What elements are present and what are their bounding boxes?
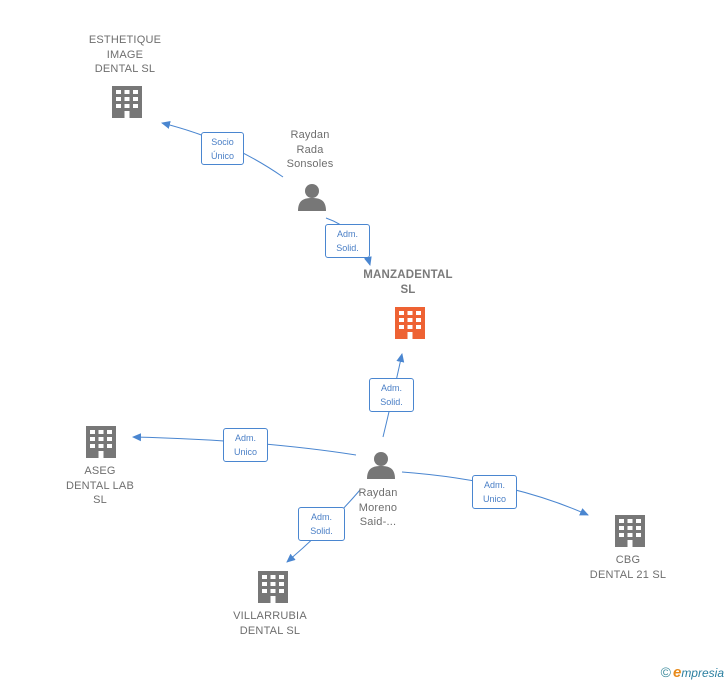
node-label-manzadental[interactable]: MANZADENTAL SL xyxy=(363,269,453,296)
edge-label-socio-unico: Socio Único xyxy=(201,132,244,165)
empresia-watermark: ©empresia xyxy=(661,664,724,681)
building-icon[interactable] xyxy=(258,571,288,603)
edge-label-adm-solid-rada: Adm. Solid. xyxy=(325,224,370,258)
edge-label-adm-solid-villarrubia: Adm. Solid. xyxy=(298,507,345,541)
building-icon[interactable] xyxy=(615,515,645,547)
edge-label-adm-unico-aseg: Adm. Unico xyxy=(223,428,268,462)
person-icon[interactable] xyxy=(298,184,326,211)
brand-name: mpresia xyxy=(681,666,724,680)
brand-e: e xyxy=(672,664,682,681)
edge-label-adm-solid-moreno-manzadental: Adm. Solid. xyxy=(369,378,414,412)
node-label-raydan-moreno[interactable]: Raydan Moreno Said-... xyxy=(358,487,398,528)
edge-label-adm-unico-cbg: Adm. Unico xyxy=(472,475,517,509)
node-label-villarrubia[interactable]: VILLARRUBIA DENTAL SL xyxy=(233,610,307,637)
node-label-raydan-rada[interactable]: Raydan Rada Sonsoles xyxy=(286,129,334,170)
node-label-aseg[interactable]: ASEG DENTAL LAB SL xyxy=(65,465,135,506)
building-icon[interactable] xyxy=(112,86,142,118)
copyright-symbol: © xyxy=(660,664,671,680)
building-icon[interactable] xyxy=(86,426,116,458)
building-icon[interactable] xyxy=(395,307,425,339)
node-label-esthetique[interactable]: ESTHETIQUE IMAGE DENTAL SL xyxy=(88,34,162,75)
person-icon[interactable] xyxy=(367,452,395,479)
node-label-cbg[interactable]: CBG DENTAL 21 SL xyxy=(589,554,667,581)
